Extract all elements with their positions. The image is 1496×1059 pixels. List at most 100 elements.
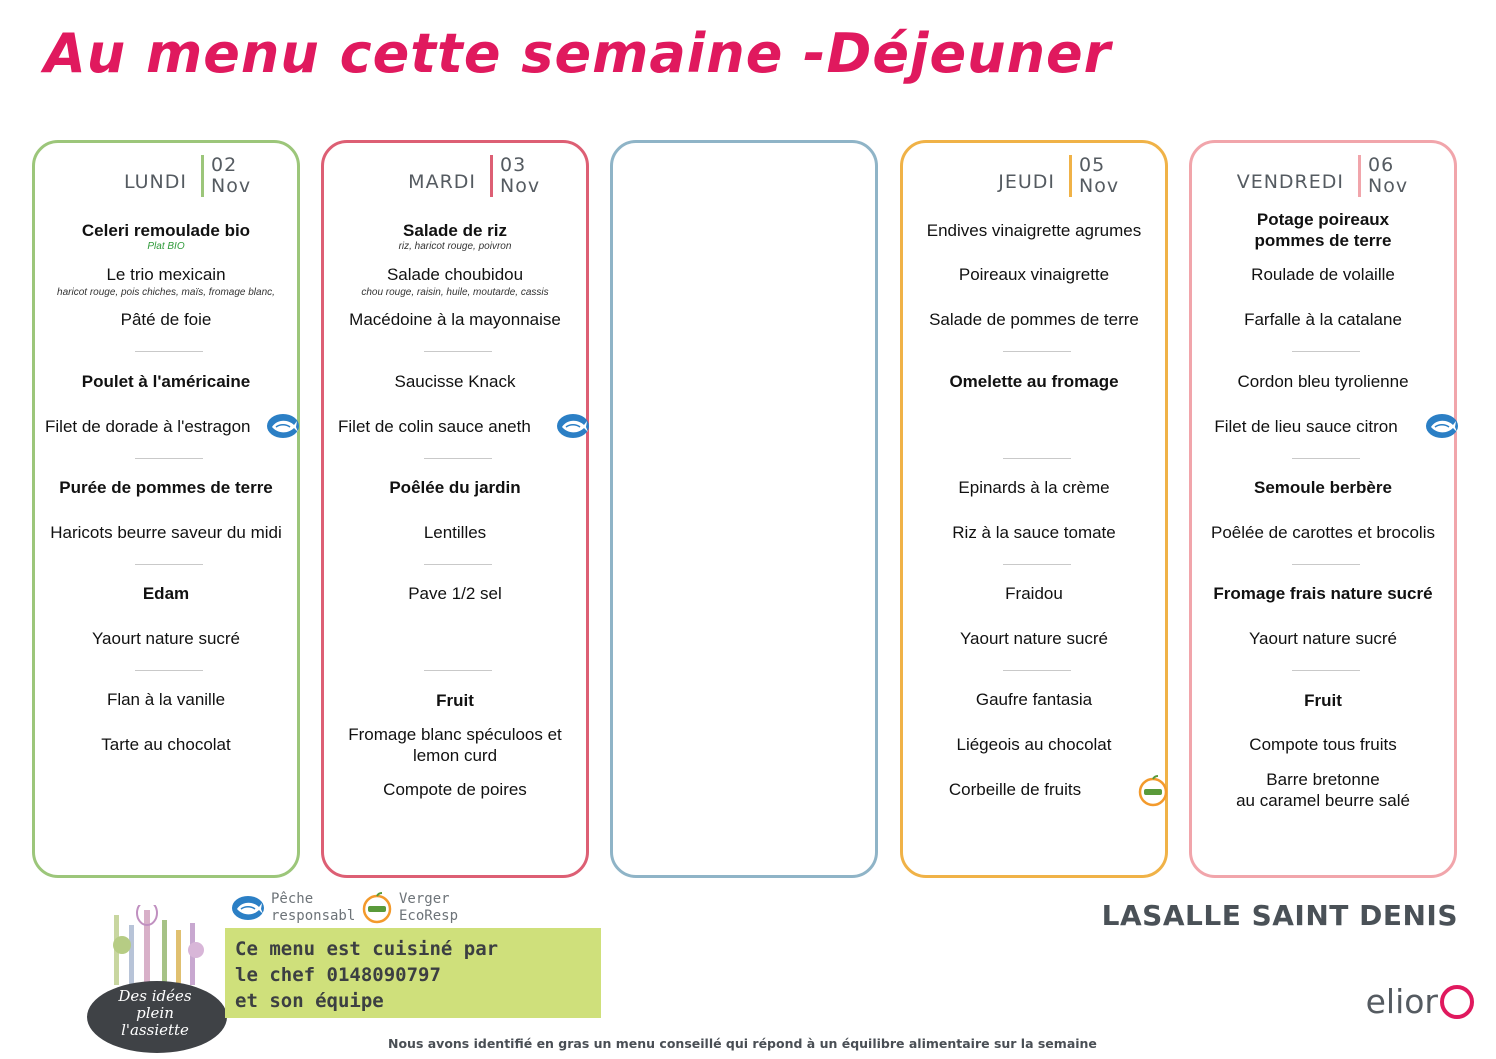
menu-item: Yaourt nature sucré — [1248, 629, 1398, 648]
menu-item: pommes de terre — [1254, 231, 1392, 250]
msc-fish-icon — [267, 414, 299, 438]
menu-item: Gaufre fantasia — [975, 690, 1093, 709]
verger-apple-icon — [362, 892, 392, 924]
section-divider — [1003, 351, 1071, 352]
menu-item: Semoule berbère — [1254, 478, 1392, 497]
menu-item: Roulade de volaille — [1251, 265, 1395, 284]
day-column-empty — [610, 140, 878, 878]
chef-info-box: Ce menu est cuisiné par le chef 01480907… — [225, 928, 601, 1018]
menu-item: Poêlée du jardin — [389, 478, 521, 497]
msc-fish-icon — [1426, 414, 1458, 438]
menu-item: Fruit — [436, 691, 474, 710]
section-divider — [424, 564, 492, 565]
day-name: VENDREDI — [1236, 171, 1344, 193]
header-divider — [1069, 155, 1072, 197]
menu-item: Lentilles — [423, 523, 487, 542]
menu-item: Pâté de foie — [120, 310, 212, 329]
section-divider — [424, 458, 492, 459]
menu-item: Yaourt nature sucré — [959, 629, 1109, 648]
menu-item: Omelette au fromage — [949, 372, 1119, 391]
menu-item: Purée de pommes de terre — [59, 478, 273, 497]
menu-item: Filet de colin sauce aneth — [338, 417, 531, 436]
plate-utensils-icon — [87, 905, 227, 1053]
page-title: Au menu cette semaine -Déjeuner — [44, 22, 1112, 85]
elior-logo-icon — [1440, 985, 1474, 1019]
section-divider — [424, 351, 492, 352]
menu-item: Potage poireaux — [1256, 210, 1390, 229]
menu-item: Fromage blanc spéculoos et — [348, 725, 562, 744]
section-divider — [1003, 564, 1071, 565]
menu-item: Filet de dorade à l'estragon — [45, 417, 251, 436]
elior-logo: elior — [1366, 982, 1474, 1021]
section-divider — [135, 564, 203, 565]
menu-item: Haricots beurre saveur du midi — [50, 523, 282, 542]
menu-item: Filet de lieu sauce citron — [1214, 417, 1398, 436]
chef-info-text: Ce menu est cuisiné par le chef 01480907… — [235, 938, 499, 1012]
verger-apple-icon — [1138, 775, 1168, 807]
menu-item: Salade de pommes de terre — [929, 310, 1139, 329]
header-divider — [490, 155, 493, 197]
section-divider — [1292, 351, 1360, 352]
menu-item: Le trio mexicain — [106, 265, 226, 284]
header-divider — [201, 155, 204, 197]
section-divider — [1292, 670, 1360, 671]
menu-item: Salade choubidou — [386, 265, 524, 284]
menu-item: Fruit — [1304, 691, 1342, 710]
menu-item-note: Plat BIO — [147, 241, 185, 252]
menu-item: Celeri remoulade bio — [81, 221, 251, 240]
section-divider — [1292, 458, 1360, 459]
header-divider — [1358, 155, 1361, 197]
day-name: MARDI — [408, 171, 476, 193]
menu-item: Liégeois au chocolat — [956, 735, 1112, 754]
menu-item: Yaourt nature sucré — [91, 629, 241, 648]
msc-fish-icon — [232, 896, 264, 920]
section-divider — [135, 458, 203, 459]
menu-item: Poulet à l'américaine — [81, 372, 251, 391]
menu-item: Fraidou — [1005, 584, 1063, 603]
menu-item: Tarte au chocolat — [101, 735, 231, 754]
menu-item: Epinards à la crème — [958, 478, 1110, 497]
menu-item: Cordon bleu tyrolienne — [1237, 372, 1409, 391]
menu-item: Endives vinaigrette agrumes — [926, 221, 1142, 240]
menu-item: Edam — [142, 584, 190, 603]
section-divider — [1292, 564, 1360, 565]
section-divider — [424, 670, 492, 671]
menu-item: Poêlée de carottes et brocolis — [1211, 523, 1435, 542]
menu-item: Barre bretonne — [1266, 770, 1380, 789]
day-name: JEUDI — [998, 171, 1055, 193]
menu-item: Saucisse Knack — [394, 372, 516, 391]
menu-item: Riz à la sauce tomate — [952, 523, 1116, 542]
menu-item: Corbeille de fruits — [948, 780, 1082, 799]
bottom-note: Nous avons identifié en gras un menu con… — [388, 1036, 1097, 1051]
menu-item: lemon curd — [412, 746, 498, 765]
menu-item: Flan à la vanille — [106, 690, 226, 709]
menu-item: Compote tous fruits — [1249, 735, 1397, 754]
menu-item: Salade de riz — [403, 221, 507, 240]
section-divider — [135, 670, 203, 671]
menu-item: Farfalle à la catalane — [1244, 310, 1402, 329]
day-name: LUNDI — [124, 171, 187, 193]
menu-item: Pave 1/2 sel — [408, 584, 502, 603]
menu-item: au caramel beurre salé — [1236, 791, 1410, 810]
menu-item: Fromage frais nature sucré — [1213, 584, 1433, 603]
section-divider — [135, 351, 203, 352]
section-divider — [1003, 670, 1071, 671]
menu-item-note: haricot rouge, pois chiches, maïs, froma… — [57, 287, 275, 298]
site-name: LASALLE SAINT DENIS — [1101, 899, 1458, 932]
menu-item: Poireaux vinaigrette — [958, 265, 1110, 284]
